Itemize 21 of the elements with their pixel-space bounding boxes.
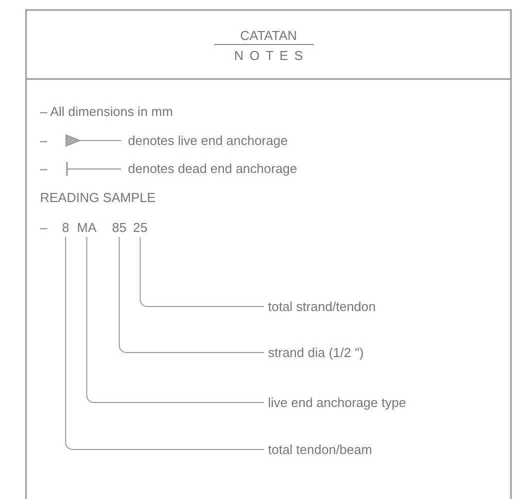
callout-text: strand dia (1/2 ") xyxy=(268,345,364,360)
callout-text: total tendon/beam xyxy=(268,442,372,457)
code-part: 8 xyxy=(62,220,70,235)
note-text: denotes dead end anchorage xyxy=(128,161,298,176)
dash: – xyxy=(40,220,48,235)
section-heading: READING SAMPLE xyxy=(40,190,156,205)
note-text: – All dimensions in mm xyxy=(40,104,173,119)
heading: CATATAN xyxy=(239,28,298,43)
leader-line xyxy=(65,236,264,450)
code-part: 85 xyxy=(112,220,126,235)
subheading: NOTES xyxy=(233,48,310,63)
leader-line xyxy=(86,236,264,403)
code-part: MA xyxy=(77,220,96,235)
callout-text: live end anchorage type xyxy=(268,395,406,410)
code-part: 25 xyxy=(133,220,148,235)
note-text: denotes live end anchorage xyxy=(128,133,288,148)
leader-line xyxy=(118,236,264,353)
callout-text: total strand/tendon xyxy=(268,299,376,314)
dash: – xyxy=(40,161,48,176)
leader-line xyxy=(140,236,264,307)
dash: – xyxy=(40,133,48,148)
